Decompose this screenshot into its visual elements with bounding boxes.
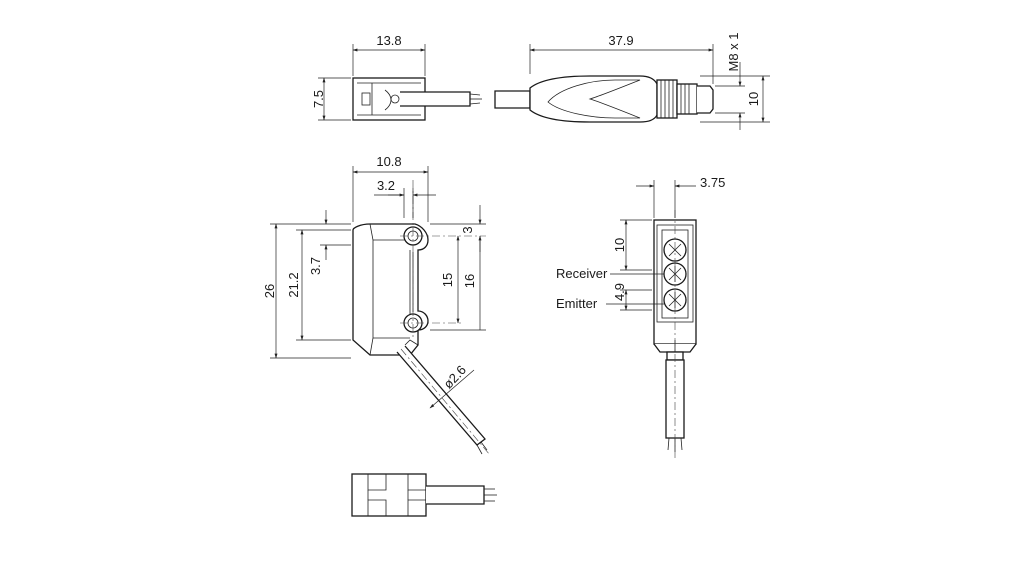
receiver-label: Receiver bbox=[556, 266, 608, 281]
dim-height-16: 16 bbox=[462, 274, 477, 288]
dim-hole-spacing: 15 bbox=[440, 273, 455, 287]
dim-top-margin: 3 bbox=[460, 226, 475, 233]
top-view-sensor bbox=[318, 44, 482, 121]
dim-front-offset: 3.75 bbox=[700, 175, 725, 190]
dim-front-lens-spacing: 4.9 bbox=[612, 283, 627, 301]
emitter-label: Emitter bbox=[556, 296, 598, 311]
dim-body-height: 21.2 bbox=[286, 272, 301, 297]
front-view-sensor bbox=[620, 180, 697, 460]
dim-connector-thread: M8 x 1 bbox=[726, 32, 741, 71]
dim-cable-diameter: ø2.6 bbox=[440, 362, 469, 391]
dim-top-height: 7.5 bbox=[311, 90, 326, 108]
connector-view bbox=[494, 44, 770, 130]
dim-top-width: 13.8 bbox=[376, 33, 401, 48]
dim-connector-diameter: 10 bbox=[746, 92, 761, 106]
dim-side-width: 10.8 bbox=[376, 154, 401, 169]
side-view-sensor bbox=[270, 166, 491, 456]
dim-hole-offset: 3.2 bbox=[377, 178, 395, 193]
dim-connector-length: 37.9 bbox=[608, 33, 633, 48]
dim-front-lens-height: 10 bbox=[612, 238, 627, 252]
dim-overall-height: 26 bbox=[262, 284, 277, 298]
bottom-view-sensor bbox=[351, 473, 497, 517]
dim-hole-top: 3.7 bbox=[308, 257, 323, 275]
